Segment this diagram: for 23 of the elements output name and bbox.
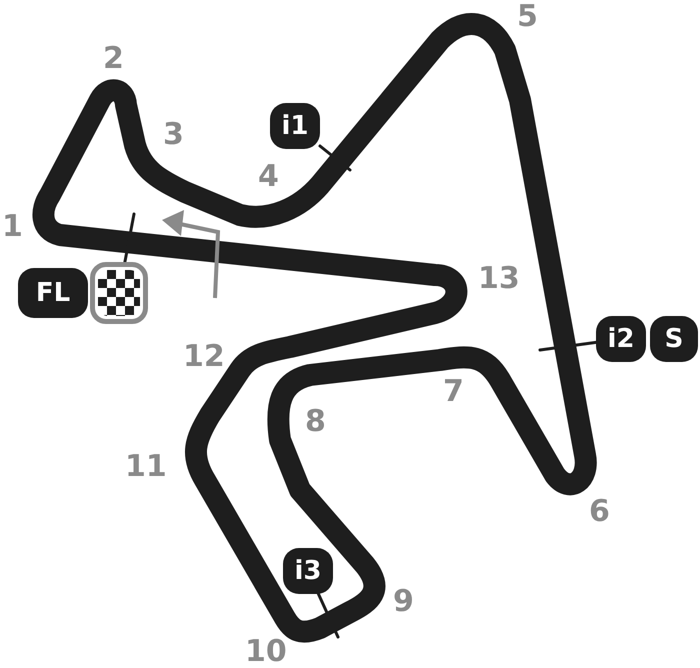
turn-number: 6 <box>589 497 610 527</box>
turn-number: 12 <box>183 342 225 372</box>
finish-line-marker: FL <box>18 268 88 318</box>
turn-number: 3 <box>163 120 184 150</box>
speed-trap-marker: S <box>650 316 698 362</box>
turn-number: 13 <box>478 264 520 294</box>
checkered-flag-icon <box>90 262 148 324</box>
turn-number: 8 <box>305 407 326 437</box>
sector-marker: i3 <box>283 548 333 594</box>
turn-number: 4 <box>258 162 279 192</box>
turn-number: 9 <box>393 587 414 617</box>
leader-line <box>318 144 352 172</box>
sector-marker: i2 <box>596 316 646 362</box>
turn-number: 11 <box>125 452 167 482</box>
turn-number: 2 <box>103 44 124 74</box>
turn-number: 5 <box>517 2 538 32</box>
leader-line <box>316 592 340 638</box>
turn-number: 10 <box>245 637 287 667</box>
turn-number: 1 <box>2 212 23 242</box>
sector-marker: i1 <box>270 103 320 149</box>
leader-line <box>123 212 136 264</box>
leader-line <box>538 340 598 352</box>
turn-number: 7 <box>443 377 464 407</box>
